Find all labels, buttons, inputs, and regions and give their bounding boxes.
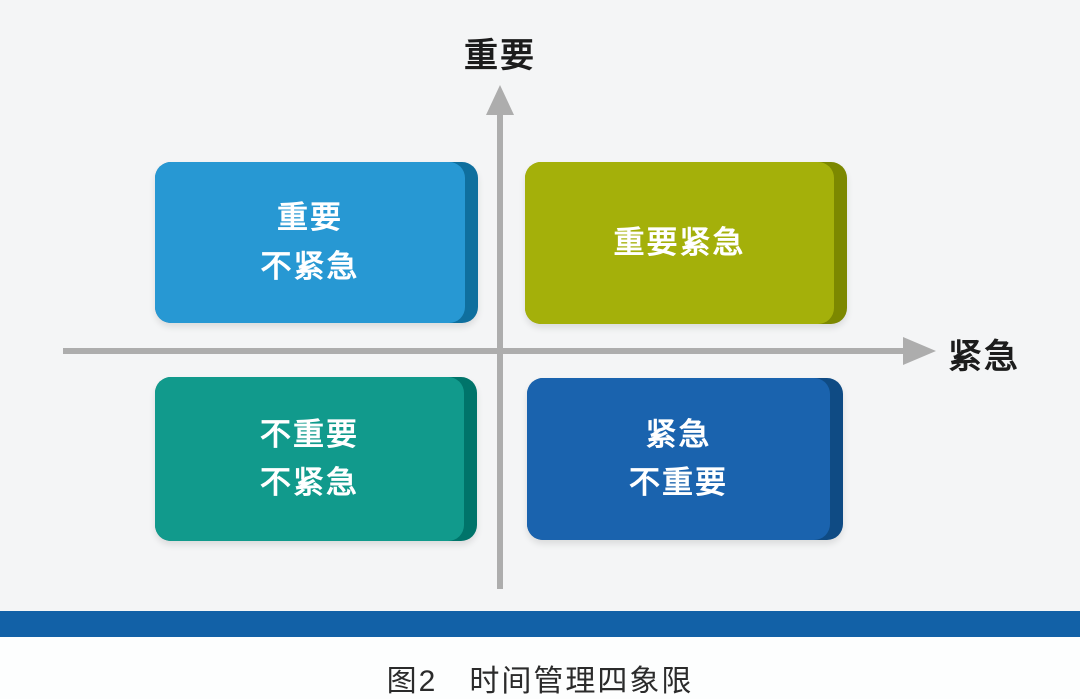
quadrant-label-line: 不重要 [629,465,728,500]
quadrant-not-important-not-urgent: 不重要 不紧急 [155,377,477,541]
quadrant-urgent-not-important: 紧急 不重要 [527,378,843,540]
quadrant-label-line: 不紧急 [260,248,360,284]
x-axis-line [63,348,905,354]
y-axis-arrow-icon [486,85,514,115]
quadrant-label-line: 不紧急 [260,465,359,500]
x-axis-arrow-icon [903,337,936,365]
quadrant-face: 不重要 不紧急 [155,377,464,541]
quadrant-label-line: 不重要 [260,416,359,452]
quadrant-label-line: 重要 [277,200,343,236]
quadrant-label-line: 重要紧急 [613,224,746,260]
figure-caption: 图2 时间管理四象限 [386,665,694,698]
quadrant-important-urgent: 重要紧急 [525,162,847,324]
quadrant-face: 重要紧急 [525,162,834,324]
quadrant-important-not-urgent: 重要 不紧急 [155,162,478,323]
quadrant-label-line: 紧急 [645,416,712,452]
caption-area: 图2 时间管理四象限 [0,637,1080,699]
x-axis-label: 紧急 [948,338,1020,376]
quadrant-face: 重要 不紧急 [155,162,465,323]
y-axis-label: 重要 [464,37,536,75]
quadrant-face: 紧急 不重要 [527,378,830,540]
footer-bar [0,611,1080,637]
